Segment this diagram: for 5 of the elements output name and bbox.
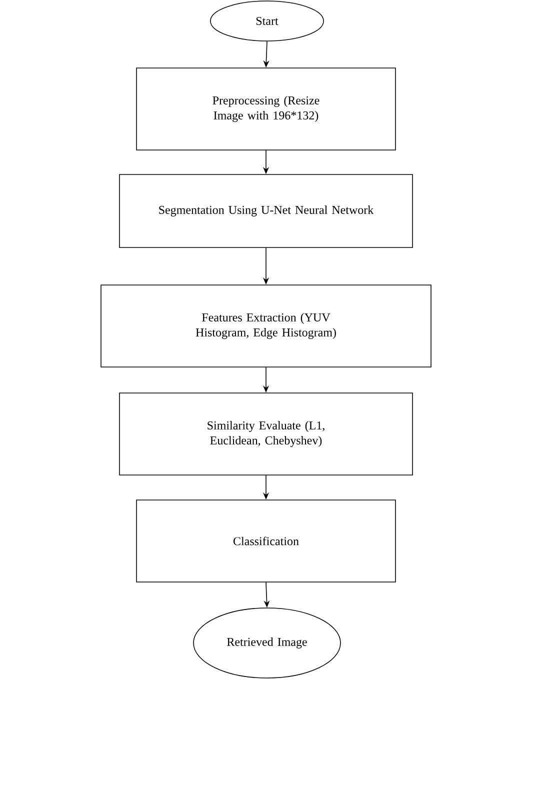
process-box: Segmentation Using U-Net Neural Network	[119, 174, 413, 248]
process-box: Features Extraction (YUV Histogram, Edge Histogram)	[100, 284, 432, 368]
process-box: Preprocessing (Resize Image with 196*132)	[136, 68, 396, 150]
process-box: Classification	[136, 500, 396, 582]
process-box: Similarity Evaluate (L1, Euclidean, Chebyshev)	[119, 392, 413, 476]
